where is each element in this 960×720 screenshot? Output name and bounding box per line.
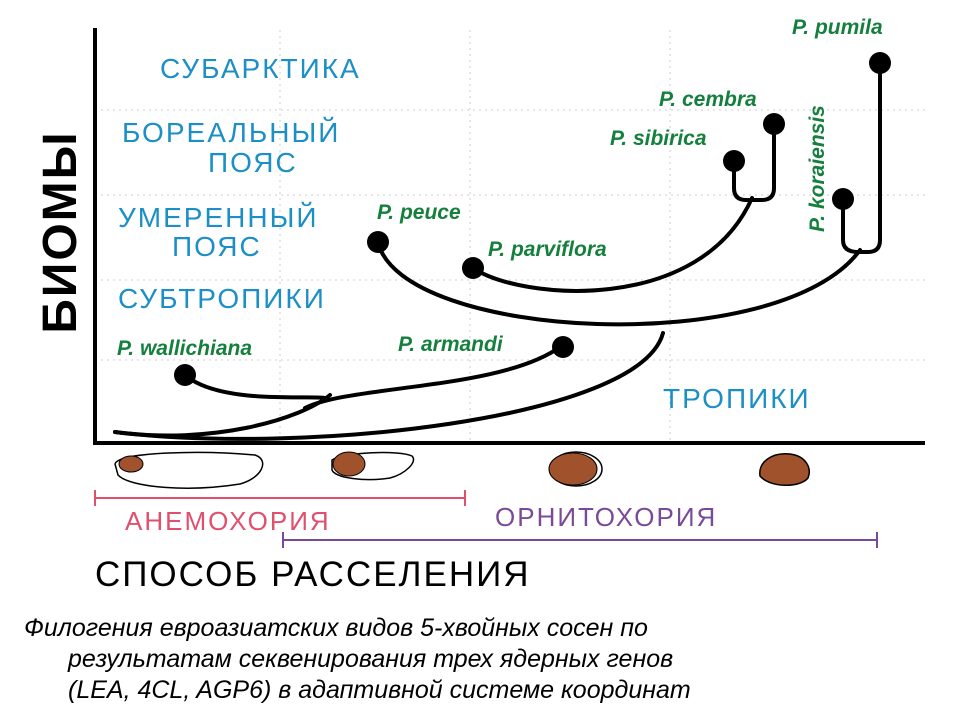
- grid: [95, 30, 925, 443]
- seeds: [114, 451, 810, 489]
- label-cembra: P. cembra: [659, 88, 757, 111]
- species-labels: P. pumila P. cembra P. sibirica P. korai…: [117, 16, 883, 360]
- y-axis-label: БИОМЫ: [34, 130, 87, 333]
- seed-wingless-1: [548, 451, 603, 487]
- branch-parviflora: [471, 196, 754, 293]
- tip-armandi: [552, 336, 574, 358]
- tip-parviflora: [462, 257, 484, 279]
- tree-tips: [174, 52, 891, 386]
- biome-boreal-2: ПОЯС: [208, 147, 298, 178]
- biome-temperate-2: ПОЯС: [172, 231, 262, 262]
- axes: [93, 28, 925, 445]
- figure-caption: Филогения евроазиатских видов 5-хвойных …: [24, 613, 944, 706]
- tip-sibirica: [723, 150, 745, 172]
- seed-winged-large: [114, 451, 264, 489]
- branch-wallichiana: [183, 373, 327, 400]
- branch-lower-clade: [113, 393, 332, 438]
- anemochory-label: АНЕМОХОРИЯ: [125, 506, 331, 536]
- tip-wallichiana: [174, 364, 196, 386]
- branch-sibirica-cembra: [732, 160, 776, 202]
- caption-line-2: результатам секвенирования трех ядерных …: [68, 645, 674, 673]
- branch-armandi: [303, 345, 562, 410]
- ornithochory-range: [282, 532, 878, 548]
- biome-temperate-1: УМЕРЕННЫЙ: [118, 202, 319, 233]
- label-parviflora: P. parviflora: [488, 238, 607, 261]
- anemochory-range: [94, 490, 466, 506]
- tip-koraiensis: [832, 188, 854, 210]
- ornithochory-label: ОРНИТОХОРИЯ: [495, 502, 717, 532]
- label-peuce: P. peuce: [377, 201, 461, 224]
- caption-line-1: Филогения евроазиатских видов 5-хвойных …: [24, 614, 648, 642]
- biome-subtropics: СУБТРОПИКИ: [118, 283, 326, 314]
- tip-pumila: [869, 52, 891, 74]
- branch-peuce: [376, 240, 862, 327]
- x-axis-label: СПОСОБ РАССЕЛЕНИЯ: [95, 555, 531, 594]
- biome-boreal-1: БОРЕАЛЬНЫЙ: [122, 117, 340, 148]
- label-wallichiana: P. wallichiana: [117, 337, 252, 360]
- biome-tropics: ТРОПИКИ: [663, 383, 811, 414]
- label-armandi: P. armandi: [398, 333, 504, 356]
- caption-line-3: (LEA, 4CL, AGP6) в адаптивной системе ко…: [68, 676, 691, 704]
- tip-cembra: [763, 113, 785, 135]
- tree-branches: [113, 62, 882, 441]
- label-koraiensis: P. koraiensis: [806, 105, 829, 232]
- tip-peuce: [367, 231, 389, 253]
- biome-subarctic: СУБАРКТИКА: [160, 53, 361, 84]
- seed-winged-small: [331, 451, 415, 481]
- label-pumila: P. pumila: [792, 16, 883, 39]
- label-sibirica: P. sibirica: [610, 127, 707, 150]
- branch-base: [113, 331, 665, 441]
- seed-wingless-2: [759, 453, 810, 486]
- biome-labels: СУБАРКТИКА БОРЕАЛЬНЫЙ ПОЯС УМЕРЕННЫЙ ПОЯ…: [118, 53, 811, 414]
